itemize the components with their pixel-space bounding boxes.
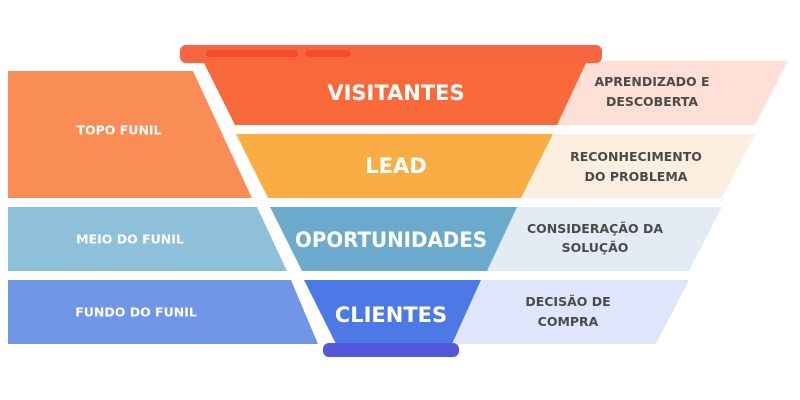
left-block-topo-funil (8, 71, 252, 198)
left-block-meio-funil (8, 207, 287, 271)
right-label-consideracao-line1: CONSIDERAÇÃO DA (527, 221, 663, 236)
funnel-rim-highlight (305, 50, 351, 57)
stage-label-visitantes: VISITANTES (327, 81, 464, 105)
right-label-reconhecimento-line2: DO PROBLEMA (585, 169, 688, 184)
funnel-stage-visitantes (203, 61, 587, 125)
right-block-aprendizado (553, 61, 788, 125)
funnel-stage-clientes (304, 280, 481, 344)
stage-label-oportunidades: OPORTUNIDADES (295, 228, 487, 252)
right-label-aprendizado-line2: DESCOBERTA (606, 94, 698, 109)
right-label-aprendizado-line1: APRENDIZADO E (594, 74, 709, 89)
stage-label-clientes: CLIENTES (335, 303, 447, 327)
funnel-stage-oportunidades (270, 207, 517, 271)
left-block-fundo-funil (8, 280, 318, 344)
right-label-reconhecimento-line1: RECONHECIMENTO (570, 149, 702, 164)
stage-label-lead: LEAD (365, 154, 426, 178)
right-label-decisao-line1: DECISÃO DE (525, 294, 610, 309)
right-label-decisao-line2: COMPRA (538, 314, 599, 329)
left-label-fundo-funil: FUNDO DO FUNIL (75, 305, 197, 320)
right-block-consideracao (487, 207, 722, 271)
right-block-decisao (452, 280, 689, 344)
left-label-topo-funil: TOPO FUNIL (76, 123, 161, 138)
funnel-stage-lead (236, 134, 553, 198)
funnel-top-rim (180, 45, 602, 63)
funnel-bottom-base (323, 343, 459, 357)
right-block-reconhecimento (521, 134, 755, 198)
left-label-meio-funil: MEIO DO FUNIL (76, 232, 184, 247)
funnel-rim-highlight (206, 50, 298, 57)
right-label-consideracao-line2: SOLUÇÃO (562, 240, 629, 255)
